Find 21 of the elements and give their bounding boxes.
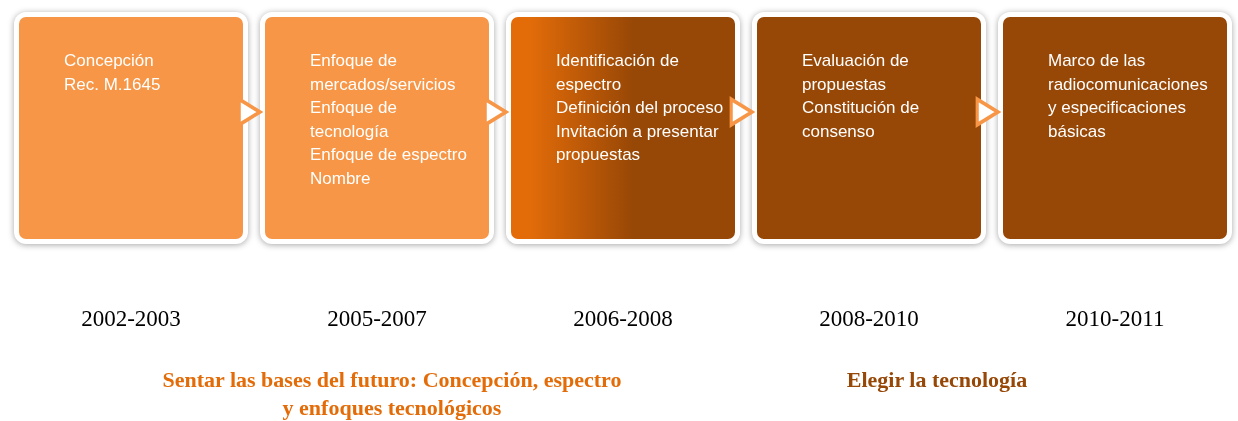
year-label: 2006-2008 [573,306,673,332]
phase-heading: Elegir la tecnología [845,366,1029,394]
step-text: Rec. M.1645 [64,73,161,96]
phase-heading: Sentar las bases del futuro: Concepción, espectro y enfoques tecnológicos [162,366,622,421]
arrow [237,100,262,124]
year-label: 2010-2011 [1065,306,1165,332]
step-text: Enfoque de espectro [310,144,467,166]
year-label: 2005-2007 [327,306,427,332]
year-label: 2008-2010 [819,306,919,332]
year-label: 2002-2003 [81,306,181,332]
step-text: Nombre [310,167,371,190]
step-text: Marco de las radiocomunicaciones y especificaciones básicas [1048,50,1209,143]
step-text: Evaluación de propuestas [802,50,910,96]
step-text: Definición del proceso [556,97,724,119]
step-text: Identificación de espectro [556,50,680,96]
step-text: Enfoque de mercados/servicios [310,50,457,96]
step-text: Invitación a presentar propuestas [556,120,720,166]
step-text: Concepción [64,50,154,72]
step-text: Constitución de consenso [802,97,921,143]
arrow [483,100,508,124]
step-text: Enfoque de tecnología [310,97,398,143]
